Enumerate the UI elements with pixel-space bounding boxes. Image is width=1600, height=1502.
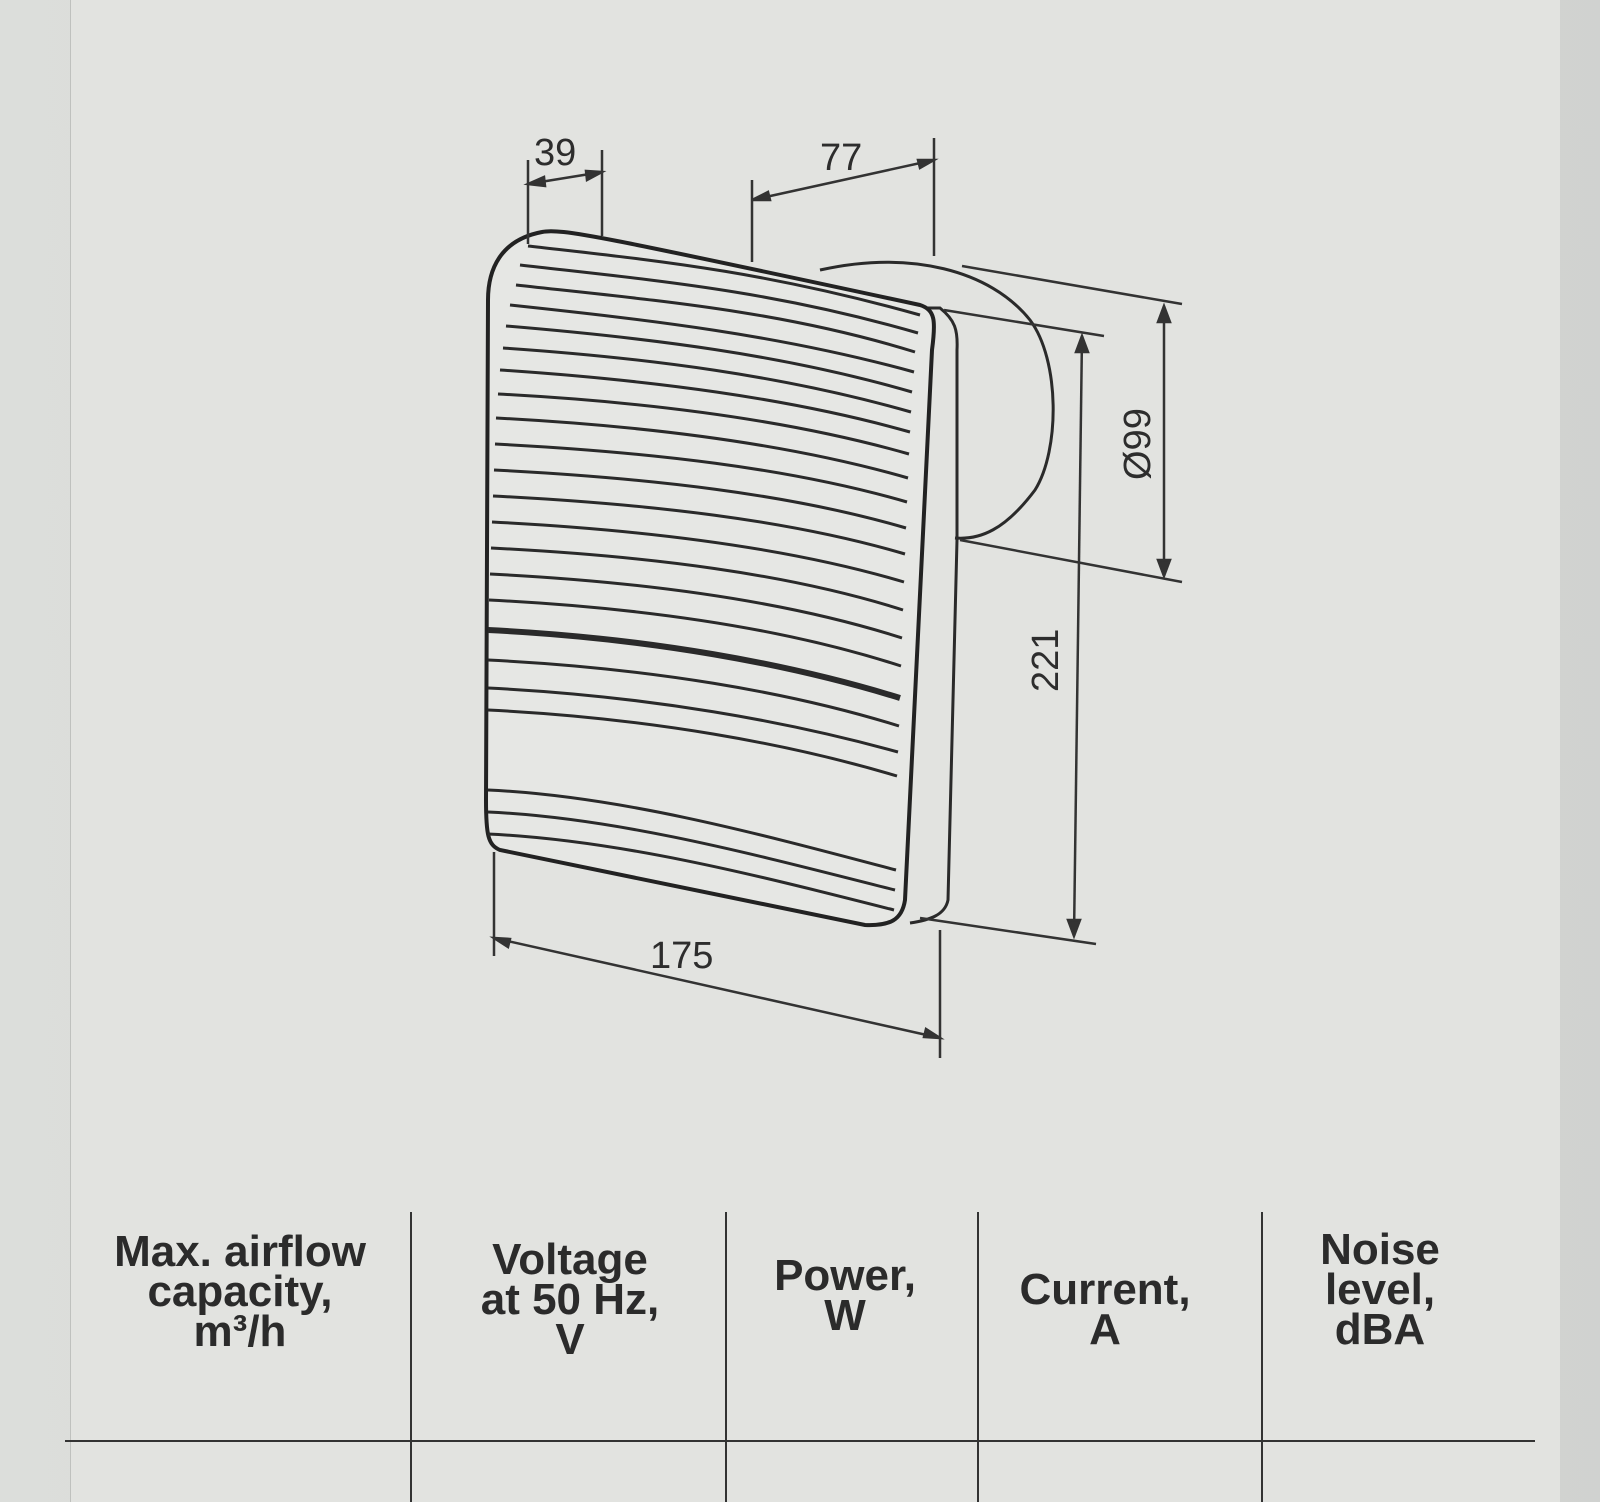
dimension-39-label: 39 <box>534 132 576 174</box>
divider-2 <box>725 1212 727 1502</box>
header-noise: Noise level, dBA <box>1320 1225 1440 1354</box>
divider-1 <box>410 1212 412 1502</box>
dimension-39-lines <box>523 150 607 244</box>
front-panel-lines <box>487 244 921 912</box>
duct-outline <box>819 260 1055 540</box>
dimension-77-lines <box>750 138 939 262</box>
divider-3 <box>977 1212 979 1502</box>
front-panel <box>483 229 936 928</box>
header-power: Power, W <box>774 1251 916 1340</box>
dimension-99-lines <box>959 264 1183 584</box>
header-bottom-rule <box>65 1440 1535 1442</box>
dimension-175-label: 175 <box>650 935 713 977</box>
dimension-175-lines <box>489 852 945 1058</box>
dimension-99-label: Ø99 <box>1117 408 1159 480</box>
fan-dimension-drawing: 39 77 Ø99 221 <box>483 132 1183 1058</box>
header-airflow: Max. airflow capacity, m³/h <box>114 1227 366 1356</box>
header-voltage: Voltage at 50 Hz, V <box>480 1235 660 1364</box>
header-current: Current, A <box>1019 1265 1191 1354</box>
specs-table: Max. airflow capacity, m³/h Voltage at 5… <box>65 1212 1535 1502</box>
dimension-221-lines <box>919 308 1105 946</box>
dimension-221-label: 221 <box>1025 629 1067 692</box>
dimension-77-label: 77 <box>820 137 862 179</box>
divider-4 <box>1261 1212 1263 1502</box>
